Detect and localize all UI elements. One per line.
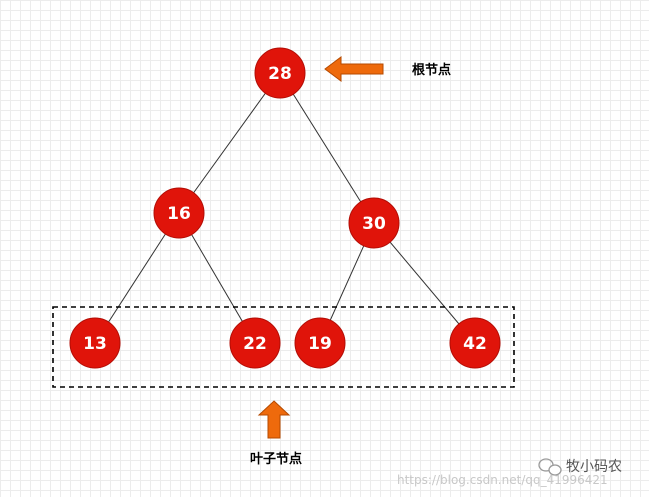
wechat-icon [538,458,562,476]
tree-node-16: 16 [153,187,205,239]
node-value: 22 [243,334,267,354]
root-node-label: 根节点 [412,62,451,78]
tree-edge-30-42 [373,222,476,344]
leaf-arrow-icon [257,400,291,439]
tree-edge-28-16 [178,72,281,214]
node-value: 42 [463,334,487,354]
leaf-nodes-label: 叶子节点 [250,451,302,467]
node-circle [153,187,205,239]
node-value: 13 [83,334,107,354]
tree-nodes: 28 16 30 13 22 19 42 [69,47,501,369]
tree-edge-16-13 [94,212,180,344]
node-value: 28 [268,64,292,84]
node-value: 16 [167,204,191,224]
tree-node-28: 28 [254,47,306,99]
tree-node-22: 22 [229,317,281,369]
node-circle [69,317,121,369]
node-circle [449,317,501,369]
tree-node-30: 30 [348,197,400,249]
node-value: 19 [308,334,332,354]
node-circle [229,317,281,369]
node-circle [294,317,346,369]
tree-node-19: 19 [294,317,346,369]
root-arrow-icon [324,56,384,82]
tree-edge-28-30 [279,72,375,224]
watermark-brand: 牧小码农 [566,459,622,475]
node-value: 30 [362,214,386,234]
tree-node-13: 13 [69,317,121,369]
node-circle [254,47,306,99]
tree-node-42: 42 [449,317,501,369]
node-circle [348,197,400,249]
watermark-url: https://blog.csdn.net/qq_41996421 [397,473,608,487]
tree-edges [94,72,476,344]
leaf-nodes-box [52,306,515,388]
